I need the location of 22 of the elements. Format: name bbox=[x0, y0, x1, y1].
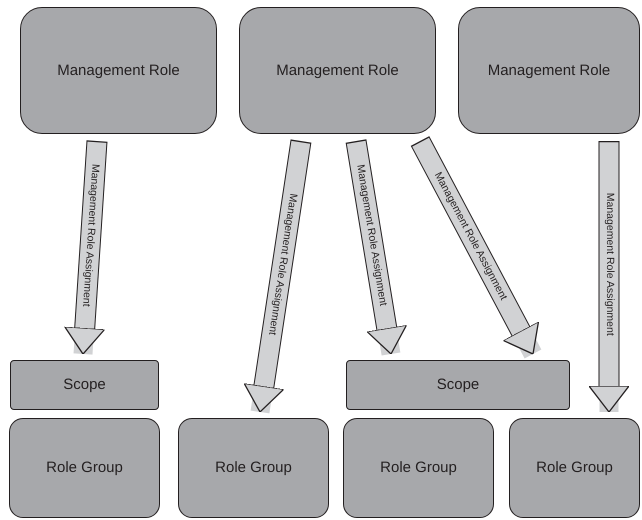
node-label: Role Group bbox=[379, 459, 458, 477]
group-box bbox=[509, 418, 640, 518]
group-box bbox=[9, 418, 160, 518]
node-label: Role Group bbox=[214, 459, 293, 477]
node-label: Scope bbox=[62, 376, 107, 394]
edge-label: Management Role Assignment bbox=[266, 192, 298, 336]
node-label: Management Role bbox=[56, 62, 181, 80]
role-box bbox=[239, 7, 436, 134]
node-label: Role Group bbox=[45, 459, 124, 477]
group-box bbox=[343, 418, 494, 518]
node-label: Scope bbox=[436, 376, 480, 394]
group-box bbox=[178, 418, 329, 518]
role-box bbox=[458, 7, 640, 134]
node-label: Management Role bbox=[275, 62, 400, 80]
edge-label: Management Role Assignment bbox=[354, 164, 388, 306]
role-box bbox=[20, 7, 217, 134]
edge-label: Management Role Assignment bbox=[604, 192, 614, 336]
scope-bar bbox=[10, 360, 159, 410]
edge-label: Management Role Assignment bbox=[80, 163, 101, 306]
node-label: Management Role bbox=[486, 62, 612, 80]
scope-bar bbox=[346, 360, 570, 410]
node-label: Role Group bbox=[535, 459, 614, 477]
